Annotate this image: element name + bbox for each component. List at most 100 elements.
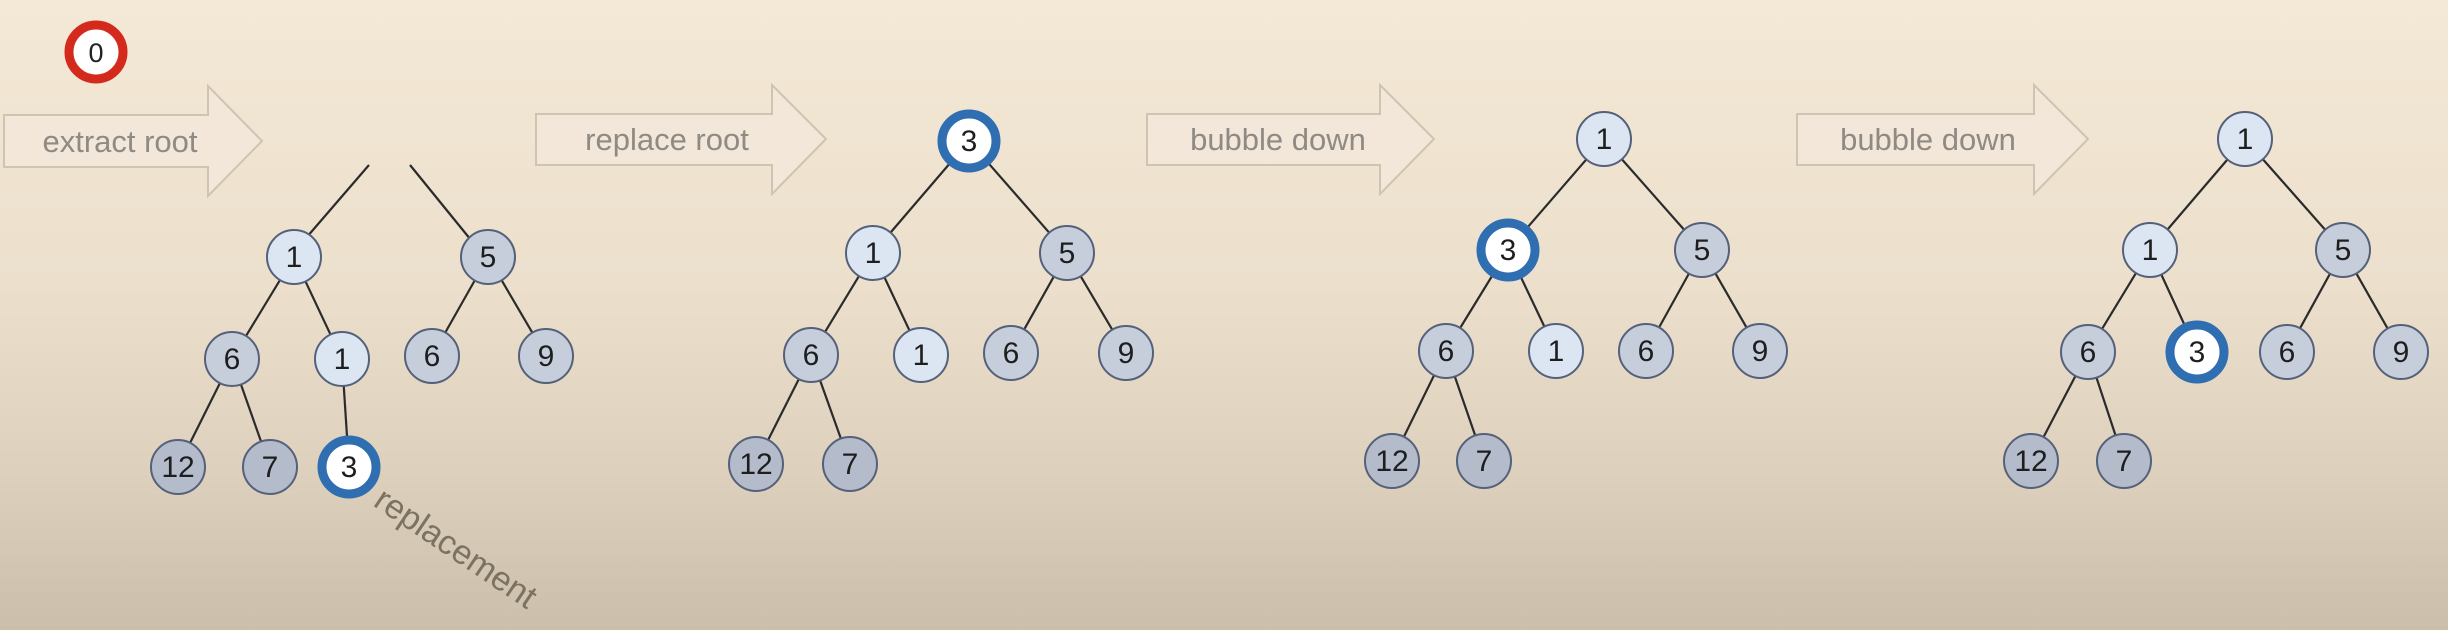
heap-node: 6	[2259, 324, 2315, 380]
node-value: 5	[480, 241, 497, 274]
node-value: 6	[424, 340, 441, 373]
tree-edge	[883, 276, 911, 332]
node-value: 1	[286, 241, 303, 274]
tree-edge	[2042, 375, 2077, 438]
heap-node: 12	[728, 436, 784, 492]
heap-node: 9	[1098, 325, 1154, 381]
heap-node: 7	[242, 439, 298, 495]
node-circle	[2003, 433, 2059, 489]
tree-edge	[824, 275, 860, 333]
step-arrow-replace-root: replace root	[535, 82, 828, 197]
heap-node: 7	[2096, 433, 2152, 489]
step-label: bubble down	[1840, 122, 2016, 157]
tree-edge	[2160, 274, 2187, 328]
node-circle	[2122, 222, 2178, 278]
heap-node: 7	[1456, 433, 1512, 489]
heap-node: 6	[1418, 323, 1474, 379]
node-value: 6	[1638, 335, 1655, 368]
heap-node: 9	[1732, 323, 1788, 379]
step-arrow-bubble-down-2: bubble down	[1796, 82, 2090, 197]
heap-node: 12	[150, 439, 206, 495]
node-circle	[1418, 323, 1474, 379]
node-circle	[2096, 433, 2152, 489]
detached-root-stubs	[299, 164, 476, 246]
arrow-shape	[1146, 82, 1436, 197]
heap-node: 7	[822, 436, 878, 492]
heap-node: 5	[1674, 222, 1730, 278]
node-value: 6	[1438, 335, 1455, 368]
node-circle	[728, 436, 784, 492]
heap-node: 1	[845, 225, 901, 281]
node-value: 12	[1375, 445, 1408, 478]
step-label: replace root	[585, 122, 749, 157]
arrow-shape	[535, 82, 828, 197]
step-label: bubble down	[1190, 122, 1366, 157]
node-value: 1	[1548, 335, 1565, 368]
tree-edge	[1459, 272, 1495, 329]
tree-edge	[189, 382, 221, 444]
node-value: 6	[803, 339, 820, 372]
tree-edge	[1023, 276, 1055, 330]
node-circle	[204, 331, 260, 387]
node-value: 6	[224, 343, 241, 376]
tree-edge	[1714, 272, 1748, 329]
node-circle	[1476, 218, 1540, 282]
node-circle	[1528, 323, 1584, 379]
detached-edge-right	[409, 164, 476, 246]
node-value: 6	[1003, 337, 1020, 370]
node-circle	[822, 436, 878, 492]
tree-edge	[342, 385, 349, 441]
node-value: 12	[161, 451, 194, 484]
node-value: 5	[1059, 237, 1076, 270]
heap-node: 12	[1364, 433, 1420, 489]
node-circle	[1098, 325, 1154, 381]
heap-node-highlighted: 3	[937, 109, 1001, 173]
node-value: 9	[2393, 336, 2410, 369]
heap-node: 5	[2315, 222, 2371, 278]
node-circle	[314, 331, 370, 387]
tree-edge	[245, 279, 281, 337]
node-circle	[2165, 320, 2229, 384]
node-circle	[266, 229, 322, 285]
tree-edge	[2355, 272, 2389, 330]
heap-node: 1	[2122, 222, 2178, 278]
heap-node: 5	[460, 229, 516, 285]
node-circle	[2060, 324, 2116, 380]
heap-node-highlighted: 3	[317, 435, 381, 499]
node-circle	[1732, 323, 1788, 379]
node-value: 9	[538, 340, 555, 373]
tree-edge	[1518, 273, 1546, 328]
removed-root-badge-ring	[64, 20, 128, 84]
heap-node: 6	[2060, 324, 2116, 380]
heap-node: 1	[314, 331, 370, 387]
node-value: 5	[1694, 234, 1711, 267]
node-circle	[1039, 225, 1095, 281]
tree-edge	[1658, 273, 1690, 328]
tree-edge	[1079, 275, 1114, 331]
node-value: 1	[2237, 123, 2254, 156]
heap-node: 9	[518, 328, 574, 384]
node-circle	[937, 109, 1001, 173]
heap-node: 1	[2217, 111, 2273, 167]
heap-node: 1	[1528, 323, 1584, 379]
node-circle	[1364, 433, 1420, 489]
tree-edge	[239, 384, 263, 442]
heap-node: 1	[893, 327, 949, 383]
node-value: 7	[842, 448, 859, 481]
node-circle	[1674, 222, 1730, 278]
node-circle	[404, 328, 460, 384]
arrow-shape	[1796, 82, 2090, 197]
tree-edge	[2299, 273, 2331, 329]
node-circle	[2259, 324, 2315, 380]
heap-node: 6	[204, 331, 260, 387]
tree-edge	[1402, 374, 1436, 438]
heap-node: 6	[404, 328, 460, 384]
node-value: 1	[1596, 123, 1613, 156]
node-value: 9	[1118, 337, 1135, 370]
node-circle	[317, 435, 381, 499]
node-circle	[460, 229, 516, 285]
detached-edge-left	[299, 164, 370, 246]
node-circle	[845, 225, 901, 281]
tree-edge	[1621, 158, 1685, 231]
